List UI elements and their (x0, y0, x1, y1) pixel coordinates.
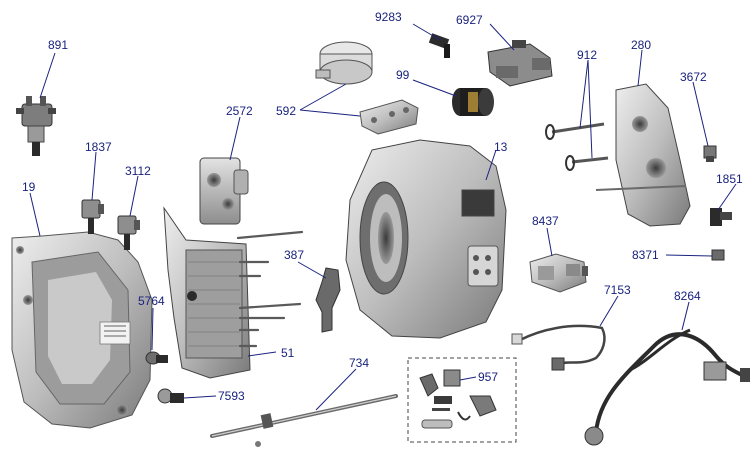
label-5764[interactable]: 5764 (138, 294, 165, 308)
label-51[interactable]: 51 (281, 346, 295, 360)
label-280[interactable]: 280 (631, 38, 652, 52)
part-99-filter[interactable] (452, 88, 494, 116)
part-387-lever[interactable] (315, 267, 341, 333)
part-8264-wire-harness[interactable] (584, 328, 750, 446)
label-2572[interactable]: 2572 (226, 104, 253, 118)
part-7153-sensor-wire[interactable] (511, 324, 606, 371)
part-1851-sensor[interactable] (710, 208, 732, 226)
label-9283[interactable]: 9283 (375, 10, 402, 24)
label-1837[interactable]: 1837 (85, 140, 112, 154)
part-3112-solenoid[interactable] (117, 215, 140, 250)
part-19-bell-housing[interactable] (11, 231, 153, 429)
part-51-valve-body[interactable] (163, 206, 304, 379)
label-7153[interactable]: 7153 (604, 283, 631, 297)
label-957[interactable]: 957 (478, 370, 499, 384)
part-891-sensor[interactable] (16, 96, 56, 156)
part-5764-sensor[interactable] (145, 351, 168, 365)
part-957-parts-kit[interactable] (407, 357, 517, 443)
label-13[interactable]: 13 (494, 140, 508, 154)
part-734-shaft[interactable] (210, 394, 398, 447)
label-891[interactable]: 891 (48, 38, 69, 52)
part-8437-solenoid[interactable] (529, 253, 588, 293)
label-8371[interactable]: 8371 (632, 248, 659, 262)
label-8264[interactable]: 8264 (674, 289, 701, 303)
label-387[interactable]: 387 (284, 248, 305, 262)
label-3112[interactable]: 3112 (125, 164, 151, 178)
label-3672[interactable]: 3672 (680, 70, 707, 84)
label-1851[interactable]: 1851 (716, 172, 743, 186)
label-99[interactable]: 99 (396, 68, 410, 82)
part-592-filter-plate[interactable] (315, 41, 419, 135)
part-7593-sensor[interactable] (157, 388, 184, 404)
part-2572-pump[interactable] (199, 157, 249, 225)
part-280-case-cover[interactable] (595, 83, 691, 227)
part-6927-solenoid-pack[interactable] (487, 40, 553, 87)
label-8437[interactable]: 8437 (532, 214, 559, 228)
label-592[interactable]: 592 (276, 104, 297, 118)
part-1837-solenoid[interactable] (81, 199, 104, 234)
part-912-pins[interactable] (545, 122, 609, 171)
part-13-transmission-case[interactable] (345, 139, 507, 339)
label-6927[interactable]: 6927 (456, 13, 483, 27)
label-7593[interactable]: 7593 (218, 389, 245, 403)
part-3672-sensor[interactable] (703, 145, 717, 162)
part-9283-sensor[interactable] (428, 33, 450, 58)
label-19[interactable]: 19 (22, 180, 36, 194)
part-8371-sensor[interactable] (711, 249, 725, 261)
leader-lines (29, 23, 737, 411)
label-734[interactable]: 734 (349, 356, 370, 370)
label-912[interactable]: 912 (577, 48, 598, 62)
